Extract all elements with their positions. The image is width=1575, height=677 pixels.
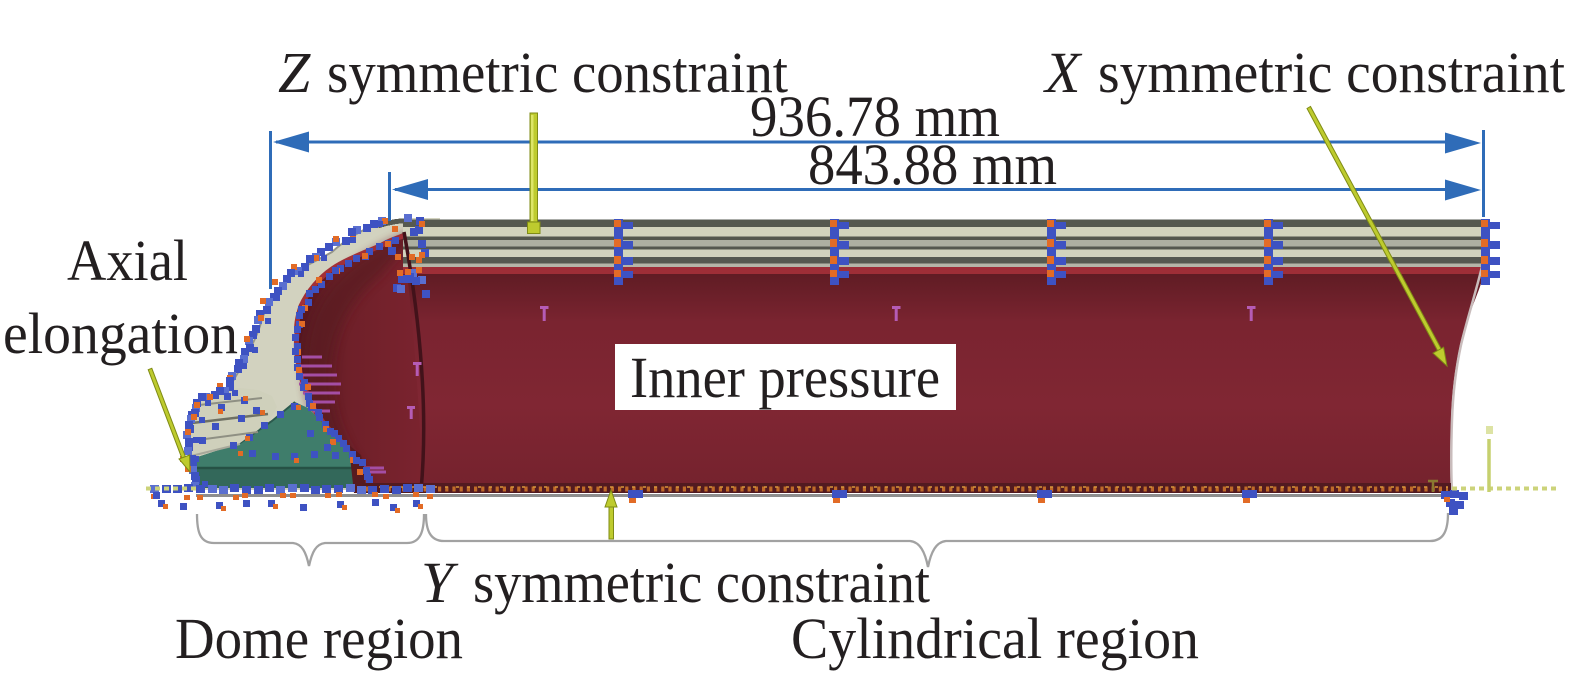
svg-text:Y: Y [421,550,459,615]
svg-text:symmetric constraint: symmetric constraint [327,40,788,105]
svg-text:Dome region: Dome region [175,606,463,671]
svg-text:elongation: elongation [3,301,238,366]
svg-text:Inner pressure: Inner pressure [630,345,940,410]
svg-text:Cylindrical region: Cylindrical region [791,606,1199,671]
svg-text:936.78 mm: 936.78 mm [750,84,1000,149]
svg-text:Axial: Axial [67,228,188,293]
svg-text:843.88 mm: 843.88 mm [808,132,1057,197]
svg-text:symmetric constraint: symmetric constraint [1098,40,1565,105]
svg-text:symmetric constraint: symmetric constraint [473,550,930,615]
svg-text:X: X [1043,40,1083,105]
svg-text:Z: Z [278,40,311,105]
